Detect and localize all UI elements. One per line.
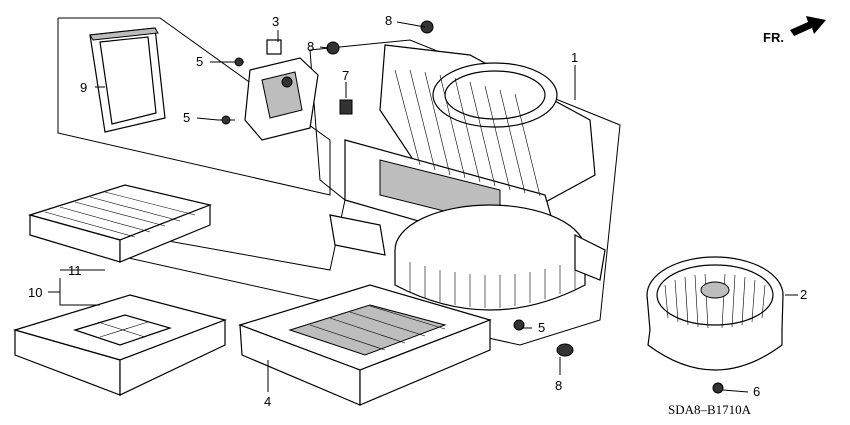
callout-10: 10 (28, 285, 42, 300)
grommet-top-right (420, 20, 434, 34)
callout-4: 4 (264, 394, 271, 409)
diagram-code: SDA8–B1710A (668, 402, 752, 417)
dust-filter-element (27, 184, 213, 263)
housing-screw-lower (513, 319, 525, 331)
blower-housing (329, 44, 606, 311)
filter-lid-4 (238, 284, 492, 406)
leader-lines (48, 21, 798, 393)
callout-5-mid: 5 (183, 110, 190, 125)
callout-6: 6 (753, 384, 760, 399)
actuator-screw-bottom (218, 115, 235, 125)
filter-case-10 (12, 294, 227, 396)
callout-5-top: 5 (196, 54, 203, 69)
callout-2: 2 (800, 287, 807, 302)
callout-9: 9 (80, 80, 87, 95)
callout-1: 1 (571, 50, 578, 65)
clip-7 (339, 99, 353, 115)
grommet-bottom (556, 343, 574, 357)
blower-motor-fan (646, 256, 784, 371)
front-direction-indicator: FR. (763, 16, 826, 45)
motor-screw (712, 382, 724, 394)
grommet-top-left (326, 41, 340, 55)
callout-8-bottom: 8 (555, 378, 562, 393)
evaporator-group-outline (57, 17, 331, 196)
mode-actuator (244, 39, 319, 141)
callout-8-left: 8 (307, 39, 314, 54)
callout-3: 3 (272, 14, 279, 29)
callout-8-top: 8 (385, 13, 392, 28)
core-seal-frame (89, 27, 166, 133)
callout-7: 7 (342, 68, 349, 83)
forward-arrow-icon (790, 16, 826, 36)
callout-5-lower: 5 (538, 320, 545, 335)
direction-label: FR. (763, 30, 784, 45)
callout-11: 11 (68, 263, 82, 278)
actuator-screw-top (230, 57, 244, 67)
